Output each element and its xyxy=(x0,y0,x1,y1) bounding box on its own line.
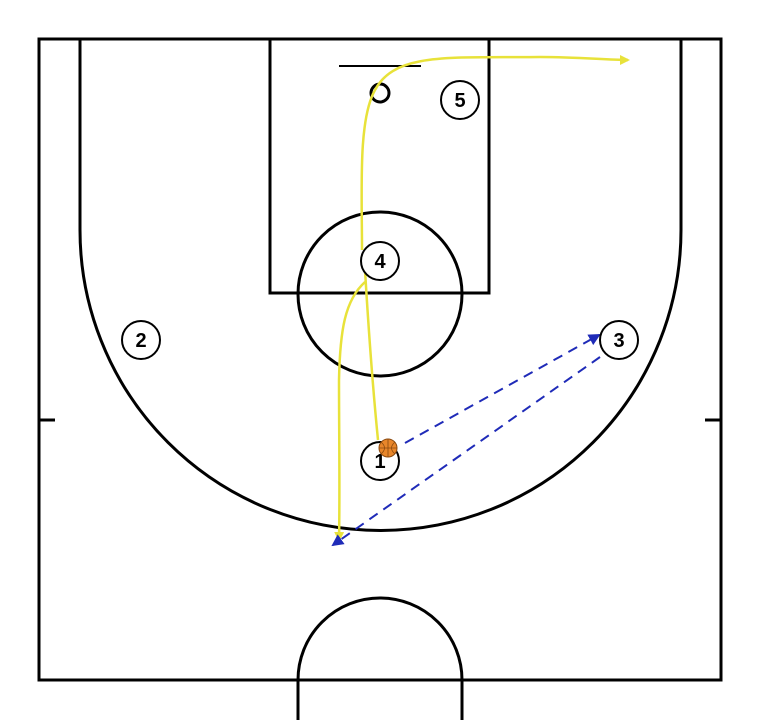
pass-path-1-to-3 xyxy=(404,334,601,444)
pass-path-3-to-wing xyxy=(331,356,601,547)
player-4-label: 4 xyxy=(374,251,386,273)
free-throw-circle xyxy=(296,210,464,378)
player-3-label: 3 xyxy=(613,330,624,352)
player-4: 4 xyxy=(360,241,400,281)
basketball-icon xyxy=(378,438,398,458)
player-2: 2 xyxy=(121,320,161,360)
court-lines xyxy=(37,37,723,720)
cut-path-4-down xyxy=(363,269,380,441)
three-point-line xyxy=(78,39,683,532)
center-circle xyxy=(296,596,464,681)
paint-lane xyxy=(268,37,491,295)
player-3: 3 xyxy=(599,320,639,360)
player-5-label: 5 xyxy=(454,90,465,112)
cut-path-1-to-wing xyxy=(334,281,366,542)
player-5: 5 xyxy=(440,80,480,120)
cut-path-4-to-corner xyxy=(360,54,630,251)
player-2-label: 2 xyxy=(135,330,146,352)
player-1-label: 1 xyxy=(374,451,385,473)
